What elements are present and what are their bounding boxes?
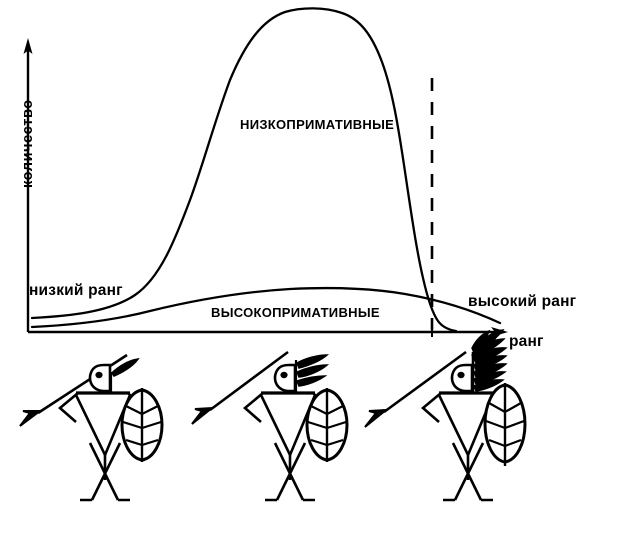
shield-ribs [485, 402, 525, 448]
shield [305, 388, 349, 462]
spear-shaft [383, 350, 467, 414]
high-rank-label: высокий ранг [468, 293, 577, 310]
shield-ribs [122, 405, 162, 447]
feather-9 [471, 329, 491, 355]
curve-label-low-primative: НИЗКОПРИМАТИВНЫЕ [240, 117, 395, 132]
shield-ribs [307, 405, 347, 447]
x-axis-label: ранг [509, 333, 544, 350]
curve-high-primative [30, 286, 502, 329]
eye [280, 371, 288, 379]
eye [95, 371, 103, 379]
shield [120, 388, 164, 462]
feather-1 [110, 357, 140, 378]
low-rank-label: низкий ранг [29, 282, 123, 299]
eye [457, 371, 465, 379]
warrior-mid-rank [191, 350, 349, 502]
spear-blade [364, 408, 390, 428]
shield [483, 383, 527, 466]
arm-left [57, 392, 79, 423]
spear-blade [191, 406, 216, 425]
feather-5 [473, 379, 505, 392]
feather-1 [296, 354, 330, 369]
warrior-high-rank [364, 329, 527, 502]
spear-shaft [37, 353, 128, 415]
feather-headdress [471, 329, 508, 392]
feather-2 [296, 364, 330, 378]
feather-3 [296, 375, 328, 387]
curve-low-primative [30, 7, 458, 333]
arm-left [242, 392, 264, 423]
spear-shaft [209, 350, 289, 412]
curve-label-high-primative: ВЫСОКОПРИМАТИВНЫЕ [211, 305, 380, 320]
arm-left [420, 392, 442, 423]
warrior-low-rank [19, 353, 164, 502]
spear-blade [19, 410, 43, 427]
y-axis-arrowhead [23, 38, 33, 54]
y-axis-label: количество [20, 99, 36, 188]
